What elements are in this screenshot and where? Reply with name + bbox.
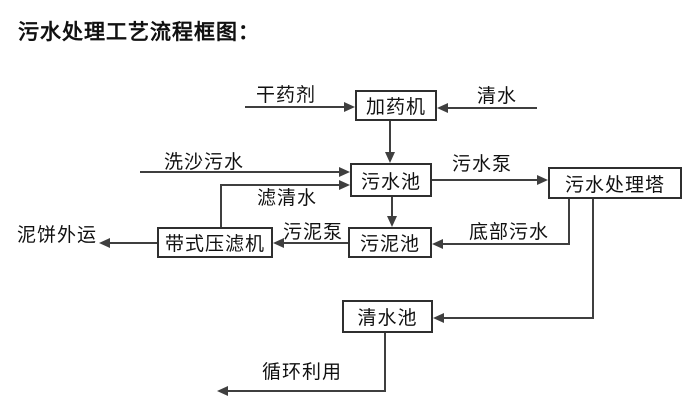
edge-tower-to-clean-line xyxy=(444,317,594,319)
label-mud-cake-out: 泥饼外运 xyxy=(17,224,98,246)
edge-tower-to-clean-vline xyxy=(592,199,594,319)
edge-recycle-vline xyxy=(384,333,386,392)
edge-sand-washing-line xyxy=(140,171,340,173)
label-sludge-pump: 污泥泵 xyxy=(283,221,344,243)
edge-clean-water-arrowhead xyxy=(437,103,448,113)
edge-sludge-pump-line xyxy=(284,242,348,244)
edge-sewage-pump-arrowhead xyxy=(537,175,548,185)
edge-bottom-sewage-vline xyxy=(568,199,570,245)
label-recycle: 循环利用 xyxy=(262,361,343,383)
label-filtered-water: 滤清水 xyxy=(257,187,318,209)
edge-mud-cake-arrowhead xyxy=(99,238,110,248)
edge-sewage-pump-line xyxy=(432,179,538,181)
node-treatment-tower: 污水处理塔 xyxy=(548,167,682,199)
edge-filtered-water-line xyxy=(220,184,340,186)
label-sewage-pump: 污水泵 xyxy=(452,153,513,175)
node-sewage-pool: 污水池 xyxy=(350,163,432,197)
label-bottom-sewage: 底部污水 xyxy=(469,221,550,243)
edge-filtered-water-vline xyxy=(220,184,222,227)
edge-sand-washing-arrowhead xyxy=(339,167,350,177)
edge-bottom-sewage-arrowhead xyxy=(432,239,443,249)
edge-mud-cake-line xyxy=(110,242,157,244)
edge-sewage-to-sludge-line xyxy=(391,197,393,217)
label-sand-washing-sewage: 洗沙污水 xyxy=(164,151,245,173)
edge-dosing-to-sewage-arrowhead xyxy=(385,152,395,163)
edge-recycle-line xyxy=(228,390,386,392)
edge-dry-chemical-arrowhead xyxy=(344,102,355,112)
label-dry-chemical: 干药剂 xyxy=(256,84,317,106)
node-belt-filter-press: 带式压滤机 xyxy=(157,227,273,258)
edge-recycle-arrowhead xyxy=(217,386,228,396)
edge-sludge-pump-arrowhead xyxy=(273,238,284,248)
edge-clean-water-line xyxy=(448,107,537,109)
node-clean-water-pool: 清水池 xyxy=(342,300,433,333)
label-clean-water: 清水 xyxy=(477,85,518,107)
node-sludge-pool: 污泥池 xyxy=(348,227,432,258)
edge-bottom-sewage-line xyxy=(443,243,570,245)
edge-dry-chemical-line xyxy=(245,106,345,108)
node-dosing-machine: 加药机 xyxy=(355,90,437,121)
edge-tower-to-clean-arrowhead xyxy=(433,313,444,323)
edge-filtered-water-arrowhead xyxy=(339,180,350,190)
edge-sewage-to-sludge-arrowhead xyxy=(387,216,397,227)
diagram-title: 污水处理工艺流程框图： xyxy=(18,19,260,44)
edge-dosing-to-sewage-line xyxy=(389,121,391,153)
